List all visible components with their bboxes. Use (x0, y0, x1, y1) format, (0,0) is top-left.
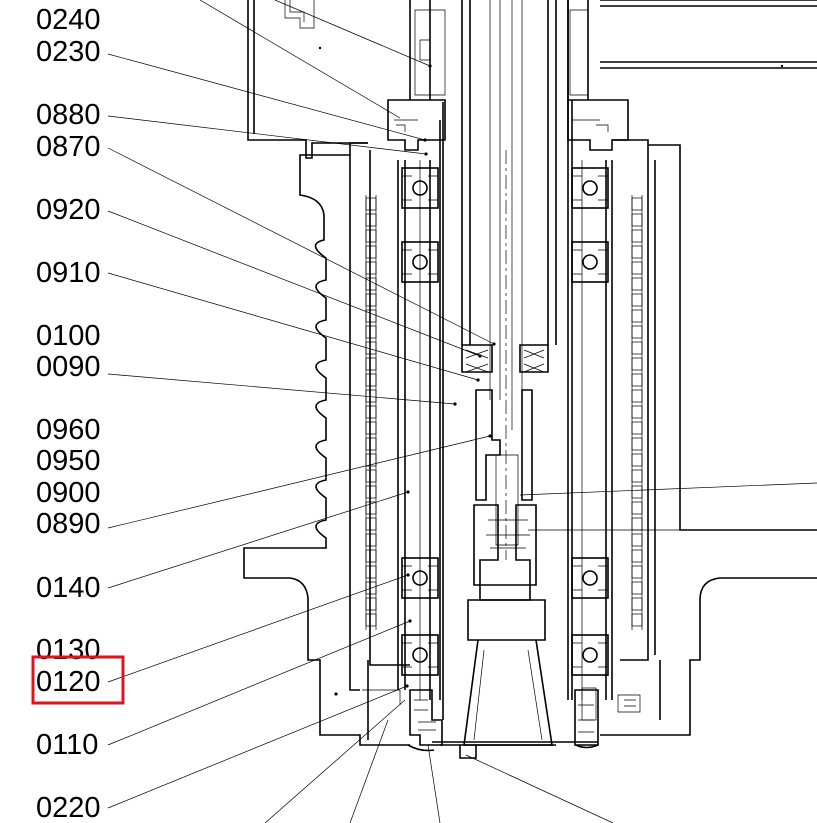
cooling-slot (631, 453, 643, 467)
bearing-left-lower-2 (401, 634, 439, 676)
bearing-left-lower-1 (401, 557, 439, 599)
cooling-slot (365, 613, 377, 627)
cooling-slot (631, 245, 643, 259)
cooling-slot (365, 293, 377, 307)
bearing-left-upper-2 (401, 241, 439, 283)
cooling-slot (631, 485, 643, 499)
cooling-slot (365, 245, 377, 259)
cooling-slot (631, 293, 643, 307)
cooling-slot (631, 549, 643, 563)
cooling-slot (365, 581, 377, 595)
leader-lines (107, 0, 817, 823)
cooling-slot (365, 549, 377, 563)
part-label-0910: 0910 (36, 257, 101, 289)
cooling-slot (631, 405, 643, 419)
part-label-0880: 0880 (36, 99, 101, 131)
spindle-shaft (460, 0, 557, 746)
clamp-nut-right (567, 0, 629, 151)
cooling-slot (631, 501, 643, 515)
part-label-0960: 0960 (36, 414, 101, 446)
bearing-right-lower-2 (571, 634, 609, 676)
cooling-slot (631, 373, 643, 387)
cooling-channel-left (365, 195, 377, 630)
part-label-0100: 0100 (36, 320, 101, 352)
cooling-slot (631, 565, 643, 579)
cooling-slot (631, 357, 643, 371)
cooling-slot (365, 485, 377, 499)
cooling-slot (631, 437, 643, 451)
cooling-slot (365, 533, 377, 547)
cooling-slot (365, 261, 377, 275)
cooling-slot (631, 213, 643, 227)
clamp-nut-left (387, 0, 446, 151)
bearing-right-upper-1 (571, 167, 609, 209)
bearing-right-upper-2 (571, 241, 609, 283)
housing-right-outline (581, 0, 817, 736)
cooling-slot (365, 517, 377, 531)
cooling-slot (365, 597, 377, 611)
cooling-slot (365, 421, 377, 435)
cooling-slot (365, 197, 377, 211)
cooling-slot (631, 581, 643, 595)
cooling-slot (631, 613, 643, 627)
cooling-slot (365, 325, 377, 339)
cooling-slot (631, 325, 643, 339)
cooling-slot (365, 341, 377, 355)
cooling-slot (631, 517, 643, 531)
cooling-slot (631, 389, 643, 403)
cooling-slot (365, 453, 377, 467)
housing-left-outline (243, 0, 410, 746)
bearing-right-lower-1 (571, 557, 609, 599)
cooling-slot (365, 309, 377, 323)
cooling-slot (631, 341, 643, 355)
cooling-slot (365, 469, 377, 483)
cooling-slot (365, 229, 377, 243)
bearing-left-upper-1 (401, 167, 439, 209)
sleeve-right (567, 0, 613, 700)
spindle-nose (407, 689, 599, 759)
part-label-0240: 0240 (36, 4, 101, 36)
highlight-box (31, 655, 125, 705)
cooling-slot (631, 277, 643, 291)
part-label-0890: 0890 (36, 508, 101, 540)
cooling-slot (631, 309, 643, 323)
part-label-0120: 0120 (36, 666, 101, 698)
part-label-0230: 0230 (36, 36, 101, 68)
part-label-0090: 0090 (36, 351, 101, 383)
part-label-0220: 0220 (36, 792, 101, 823)
part-label-0900: 0900 (36, 477, 101, 509)
part-label-0110: 0110 (36, 729, 98, 761)
cooling-slot (365, 373, 377, 387)
cooling-slot (631, 421, 643, 435)
cooling-slot (631, 469, 643, 483)
cooling-slot (365, 405, 377, 419)
part-label-0920: 0920 (36, 194, 101, 226)
cooling-slot (631, 533, 643, 547)
part-label-0870: 0870 (36, 131, 101, 163)
cooling-slot (631, 597, 643, 611)
cooling-slot (631, 261, 643, 275)
cooling-slot (365, 389, 377, 403)
cooling-slot (631, 197, 643, 211)
cooling-slot (631, 229, 643, 243)
part-label-0130: 0130 (36, 634, 101, 666)
cooling-slot (365, 437, 377, 451)
part-label-0140: 0140 (36, 572, 101, 604)
cooling-slot (365, 501, 377, 515)
cooling-slot (365, 213, 377, 227)
cooling-slot (365, 357, 377, 371)
cooling-slot (365, 565, 377, 579)
part-label-0950: 0950 (36, 445, 101, 477)
part-labels: 0240 0230 0880 0870 0920 0910 0100 0090 … (36, 4, 101, 823)
cooling-channel-right (631, 195, 643, 630)
